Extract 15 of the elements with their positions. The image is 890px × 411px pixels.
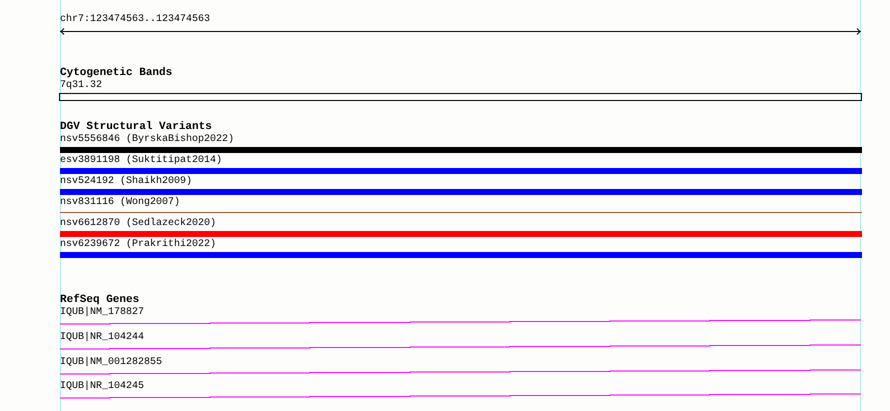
feature-label: esv3891198 (Suktitipat2014)	[60, 155, 222, 167]
locus-label: chr7:123474563..123474563	[60, 14, 210, 26]
feature-label: IQUB|NM_178827	[60, 307, 144, 319]
track-heading: Cytogenetic Bands	[60, 67, 172, 80]
feature-label: IQUB|NR_104244	[60, 332, 144, 344]
track-heading: RefSeq Genes	[60, 294, 140, 306]
feature-label: nsv5556846 (ByrskaBishop2022)	[60, 134, 234, 146]
feature-label: nsv524192 (Shaikh2009)	[60, 176, 192, 188]
feature-label: nsv6239672 (Prakrithi2022)	[60, 239, 216, 251]
track-heading: DGV Structural Variants	[60, 121, 212, 134]
feature-label: IQUB|NR_104245	[60, 381, 144, 393]
feature-label: nsv831116 (Wong2007)	[60, 197, 180, 209]
feature-label: 7q31.32	[60, 80, 102, 92]
feature-label: nsv6612870 (Sedlazeck2020)	[60, 218, 216, 230]
feature-label: IQUB|NM_001282855	[60, 357, 162, 369]
